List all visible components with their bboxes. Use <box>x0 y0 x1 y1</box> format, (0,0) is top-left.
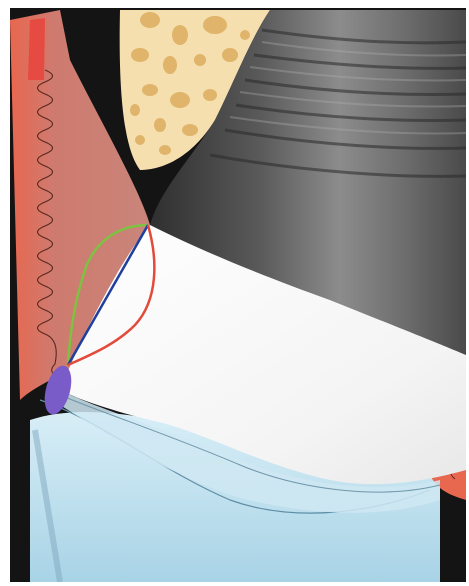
gingiva-edge <box>28 18 45 80</box>
